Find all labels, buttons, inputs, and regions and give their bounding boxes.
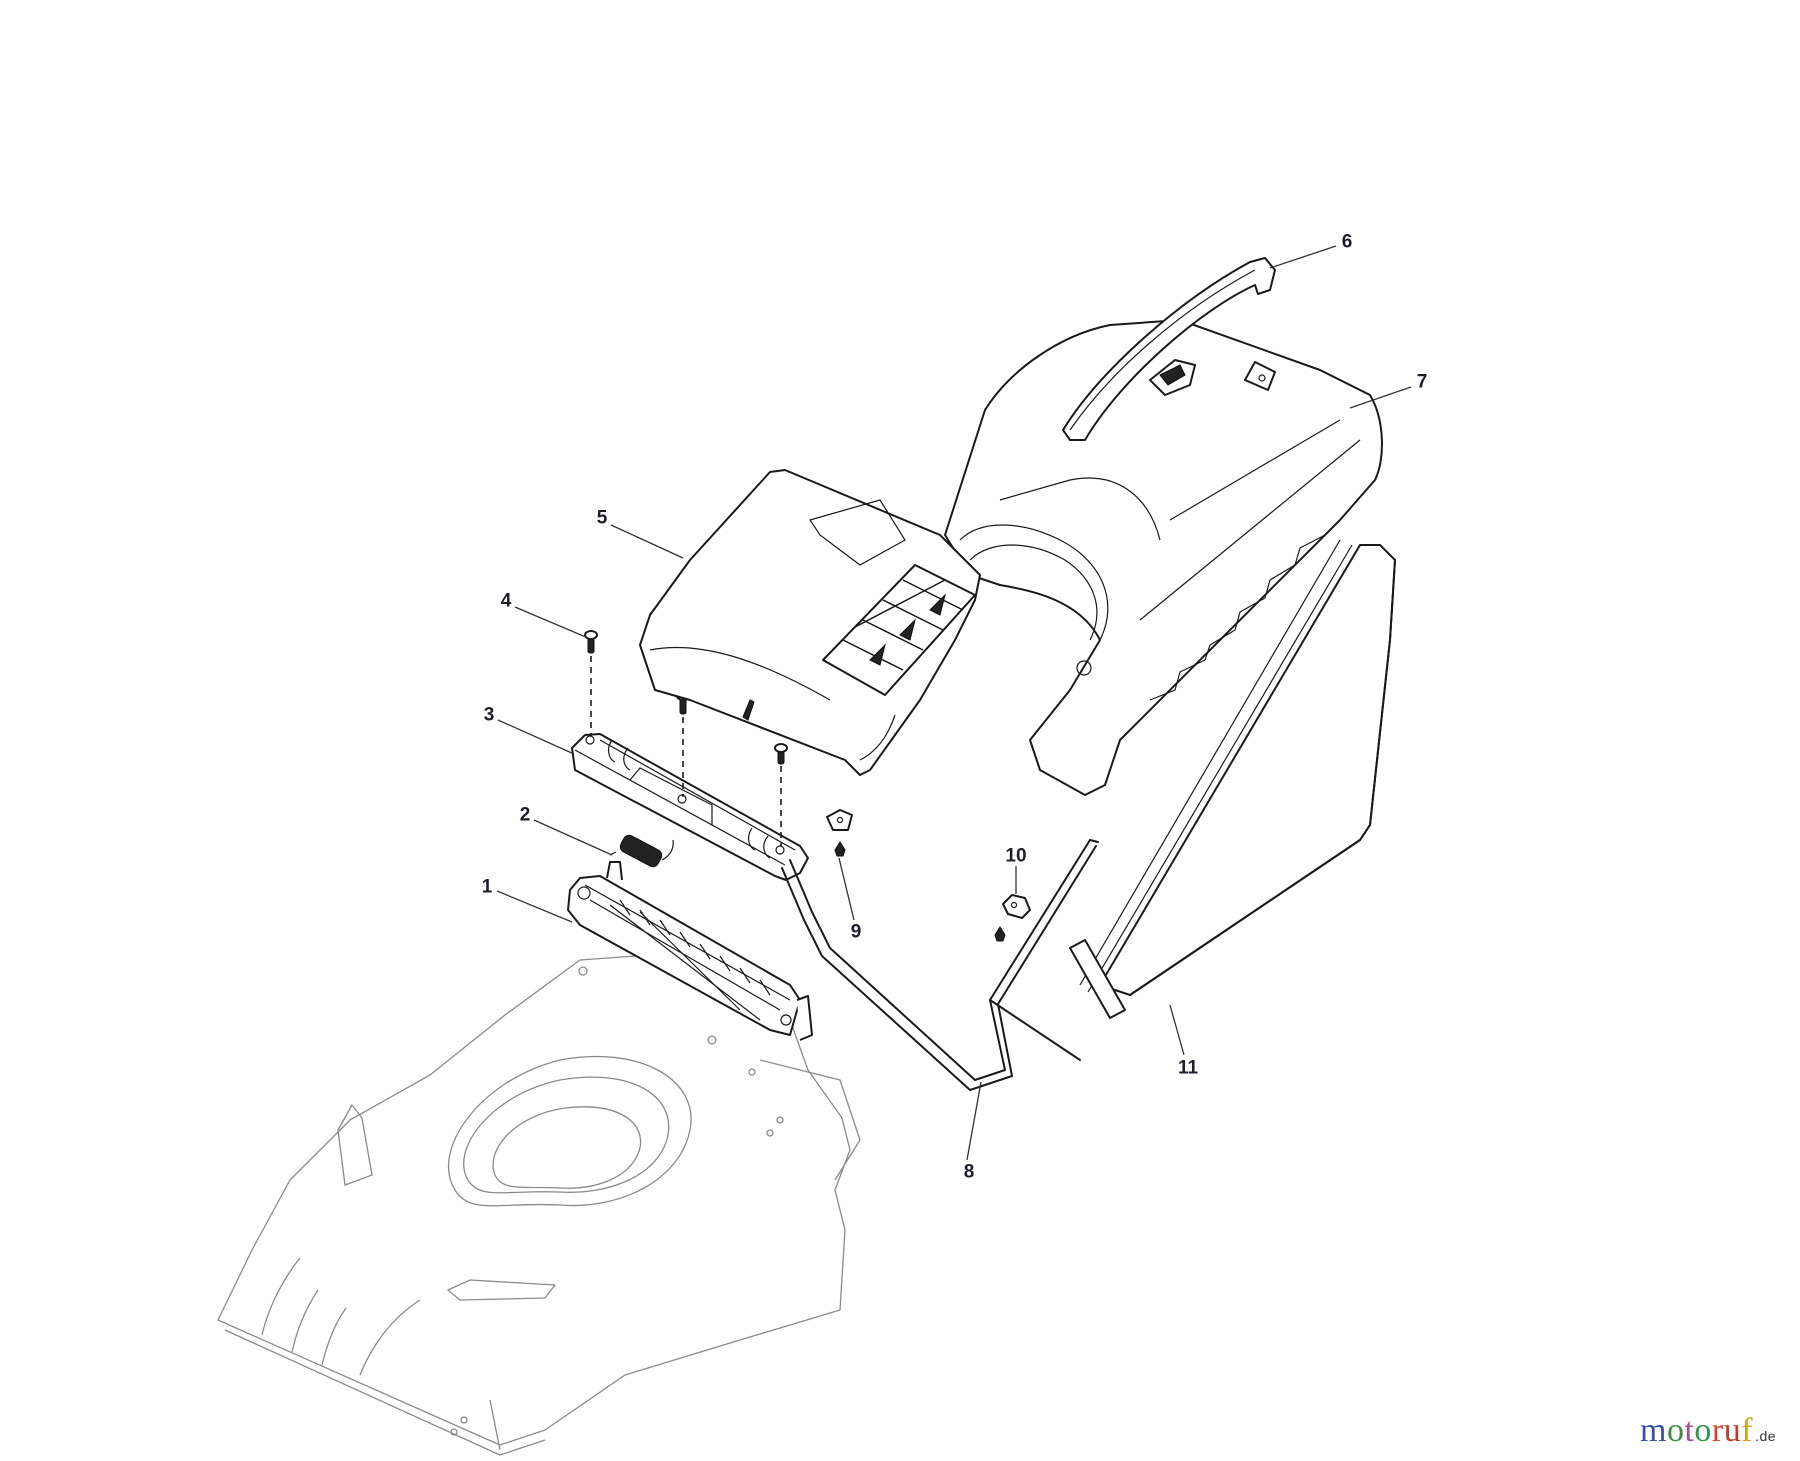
callout-6: 6 [1341,231,1353,253]
logo-letter: u [1723,1412,1742,1449]
logo-tld: .de [1755,1428,1777,1444]
callout-8: 8 [963,1161,975,1183]
logo-letter: o [1694,1412,1712,1449]
callout-5: 5 [596,507,608,529]
part-10-clip [994,894,1031,942]
logo-letter: m [1640,1412,1667,1449]
callout-3: 3 [483,704,495,726]
callout-2: 2 [519,804,531,826]
logo-letter: f [1741,1412,1754,1449]
motoruf-watermark-logo: motoruf.de [1640,1414,1776,1448]
callout-4: 4 [500,590,512,612]
part-3-flap-hinge [571,733,809,881]
mower-deck [217,954,861,1456]
part-7-collector-lid [944,319,1383,796]
part-11-grassbag [1069,539,1396,1019]
part-9-clip [826,809,853,857]
callout-10: 10 [1005,845,1027,867]
logo-letter: o [1666,1412,1685,1449]
callout-1: 1 [481,876,493,898]
callout-11: 11 [1177,1057,1199,1079]
callout-9: 9 [850,921,862,943]
part-6-handle [1062,257,1276,441]
part-5-rear-flap [639,469,981,776]
leader-lines [496,245,1412,1161]
part-4-screws [584,630,788,846]
callout-7: 7 [1416,371,1428,393]
part-1-hinge-bracket [567,861,813,1041]
logo-letter: r [1711,1412,1724,1449]
part-8-frame [781,839,1099,1091]
logo-letter: t [1684,1412,1695,1449]
